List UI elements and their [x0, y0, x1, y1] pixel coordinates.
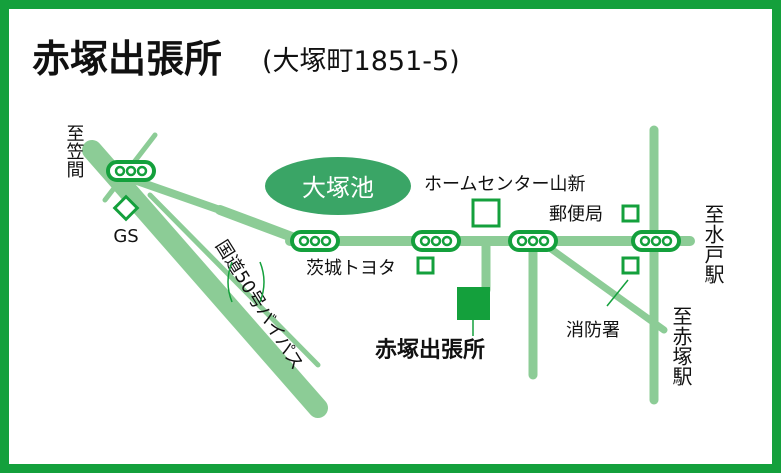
destination-branch-icon — [457, 287, 490, 320]
bypass-road — [82, 140, 328, 418]
home-center-icon — [471, 198, 501, 228]
secondary-road-link — [215, 205, 305, 245]
ibaraki-toyota-icon — [416, 256, 435, 275]
ibaraki-toyota-label: 茨城トヨタ — [306, 258, 396, 279]
otsuka-pond-label: 大塚池 — [302, 174, 374, 202]
traffic-signals — [106, 160, 681, 252]
to-mito-station-label: 至水戸駅 — [701, 204, 725, 285]
traffic-light-icon — [411, 230, 461, 252]
gs-label: GS — [113, 226, 138, 247]
bypass-bracket-right — [259, 261, 265, 303]
destination-branch-label: 赤塚出張所 — [375, 338, 485, 363]
page-title: 赤塚出張所 — [32, 37, 222, 81]
traffic-light-icon — [290, 230, 340, 252]
address-subtitle: (大塚町1851-5) — [262, 46, 460, 77]
otsuka-pond — [265, 157, 411, 215]
to-akatsuka-station-label: 至赤塚駅 — [669, 306, 693, 387]
gs-landmark-icon — [112, 194, 140, 222]
home-center-label: ホームセンター山新 — [424, 174, 585, 195]
post-office-label: 郵便局 — [549, 204, 603, 225]
fire-station-icon — [621, 256, 640, 275]
traffic-light-icon — [508, 230, 558, 252]
bypass-bracket-left — [227, 261, 233, 303]
to-kasama-label: 至笠間 — [64, 124, 85, 179]
post-office-icon — [621, 204, 640, 223]
road-network — [82, 125, 695, 418]
traffic-light-icon — [631, 230, 681, 252]
traffic-light-icon — [106, 160, 156, 182]
fire-station-label: 消防署 — [566, 320, 620, 341]
fire-station-leader-line — [606, 279, 629, 307]
bypass-inner-lane — [147, 192, 321, 368]
diagonal-road-akatsuka — [536, 237, 668, 334]
